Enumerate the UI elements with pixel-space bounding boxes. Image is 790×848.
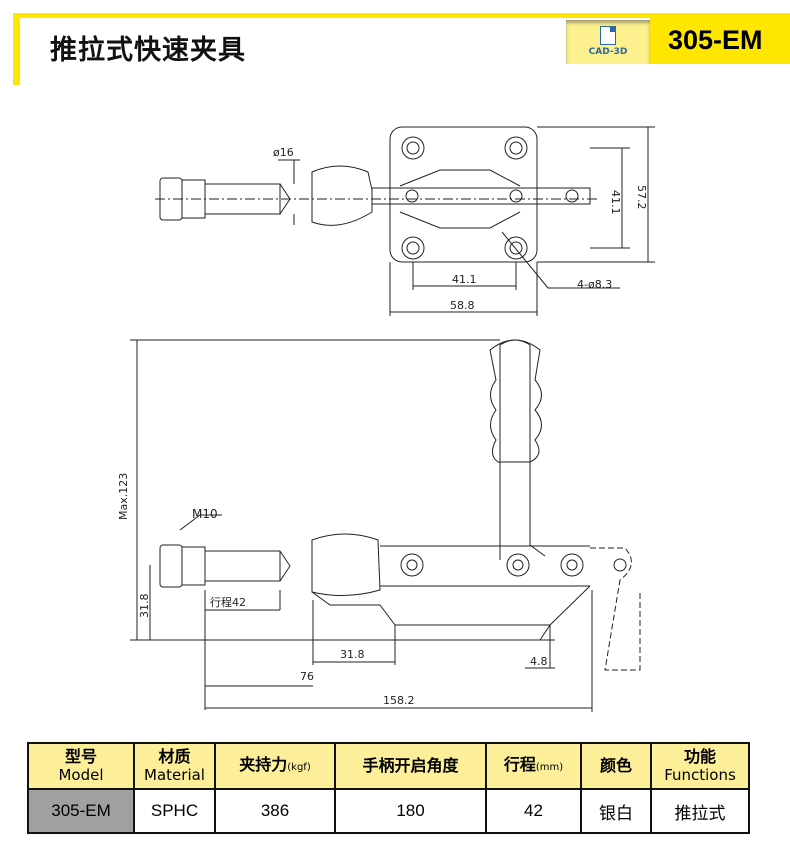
table-row: 305-EM SPHC 386 180 42 银白 推拉式 [27, 788, 750, 834]
page-title: 推拉式快速夹具 [50, 35, 246, 66]
cell-material: SPHC [133, 788, 216, 834]
dim-holes: 4-ø8.3 [577, 278, 612, 291]
document-icon [600, 26, 616, 45]
model-badge: 305-EM [650, 17, 790, 64]
cell-color: 银白 [580, 788, 652, 834]
cell-angle: 180 [334, 788, 487, 834]
dim-inner-h: 41.1 [609, 190, 622, 215]
dim-d1: 31.8 [340, 648, 365, 661]
dim-d2: 76 [300, 670, 314, 683]
dim-max-h: Max.123 [117, 473, 130, 520]
dim-outer-w: 58.8 [450, 299, 475, 312]
dim-thread: M10 [192, 507, 218, 521]
top-view: ø16 41.1 58.8 41.1 57.2 4-ø8.3 [155, 126, 655, 316]
side-view: Max.123 M10 行程42 31.8 31.8 76 158.2 4.8 [117, 339, 641, 712]
cad-label: CAD-3D [588, 47, 628, 57]
dim-rod-dia: ø16 [273, 146, 294, 159]
col-force: 夹持力(kgf) [214, 742, 336, 790]
dim-stroke: 行程42 [210, 596, 246, 609]
cell-functions: 推拉式 [650, 788, 750, 834]
cad-3d-button[interactable]: CAD-3D [566, 20, 650, 64]
dim-outer-h: 57.2 [635, 185, 648, 210]
cell-model: 305-EM [27, 788, 135, 834]
header-accent [13, 13, 20, 85]
col-color: 颜色 [580, 742, 652, 790]
cell-stroke: 42 [485, 788, 582, 834]
dim-d3: 158.2 [383, 694, 415, 707]
dim-d4: 4.8 [530, 655, 548, 668]
dim-inner-w: 41.1 [452, 273, 477, 286]
cell-force: 386 [214, 788, 336, 834]
technical-drawing: ø16 41.1 58.8 41.1 57.2 4-ø8.3 Max.123 M… [117, 126, 655, 712]
col-stroke: 行程(mm) [485, 742, 582, 790]
dim-base-h: 31.8 [138, 594, 151, 619]
col-angle: 手柄开启角度 [334, 742, 487, 790]
header-bar [13, 13, 790, 18]
mounting-holes [401, 136, 528, 260]
